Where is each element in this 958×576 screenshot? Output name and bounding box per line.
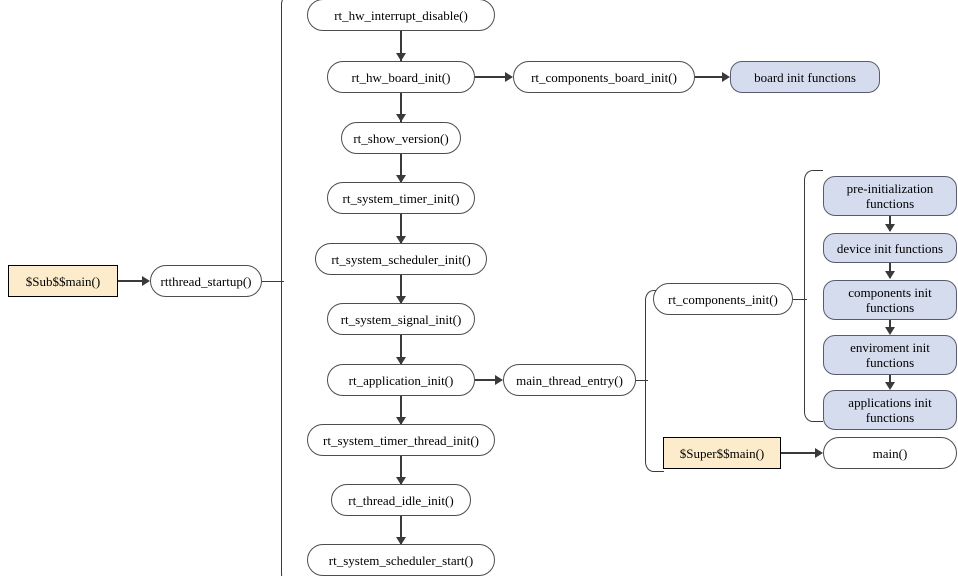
node-step-6[interactable]: rt_application_init()	[327, 364, 475, 396]
node-step-1[interactable]: rt_hw_board_init()	[327, 61, 475, 93]
edge-init-0-1	[889, 216, 891, 231]
edge-supermain-to-main	[781, 452, 819, 454]
arrowhead-step-4-5	[396, 296, 406, 304]
edge-appinit-to-mainthread	[475, 379, 499, 381]
node-init-func-3[interactable]: enviroment init functions	[823, 335, 957, 375]
arrowhead-step-0-1	[396, 53, 406, 61]
arrowhead-init-1-2	[885, 271, 895, 279]
node-init-func-2[interactable]: components init functions	[823, 280, 957, 320]
arrowhead-init-3-4	[885, 382, 895, 390]
node-init-func-1[interactable]: device init functions	[823, 233, 957, 263]
arrowhead-init-0-1	[885, 224, 895, 232]
arrowhead-appinit-to-mainthread	[495, 375, 503, 385]
edge-components-to-boardfuncs	[695, 76, 727, 78]
node-step-3[interactable]: rt_system_timer_init()	[327, 182, 475, 214]
edge-boardinit-to-components	[475, 76, 509, 78]
node-components-init[interactable]: rt_components_init()	[653, 283, 793, 315]
node-step-9[interactable]: rt_system_scheduler_start()	[307, 544, 495, 576]
arrowhead-step-8-9	[396, 537, 406, 545]
brace-main-thread-group	[645, 290, 664, 472]
edge-step-0-1	[400, 31, 402, 61]
node-step-4[interactable]: rt_system_scheduler_init()	[315, 243, 487, 275]
node-super-main[interactable]: $Super$$main()	[663, 437, 781, 469]
node-main-thread-entry[interactable]: main_thread_entry()	[503, 364, 636, 396]
arrowhead-step-2-3	[396, 175, 406, 183]
edge-init-2-3	[889, 320, 891, 333]
edge-step-7-8	[400, 456, 402, 486]
node-components-board-init[interactable]: rt_components_board_init()	[513, 61, 695, 93]
edge-step-3-4	[400, 214, 402, 244]
node-main[interactable]: main()	[823, 437, 957, 469]
edge-init-3-4	[889, 375, 891, 388]
edge-step-8-9	[400, 516, 402, 545]
brace-stem-components-init	[793, 299, 807, 301]
edge-init-1-2	[889, 263, 891, 278]
node-init-func-0[interactable]: pre-initialization functions	[823, 176, 957, 216]
edge-step-5-6	[400, 335, 402, 365]
arrowhead-step-6-7	[396, 417, 406, 425]
arrowhead-boardinit-to-components	[505, 72, 513, 82]
edge-step-6-7	[400, 396, 402, 426]
node-step-8[interactable]: rt_thread_idle_init()	[331, 484, 471, 516]
node-step-2[interactable]: rt_show_version()	[341, 122, 461, 154]
brace-init-functions-group	[804, 170, 823, 422]
edge-step-1-2	[400, 93, 402, 123]
node-sub-main[interactable]: $Sub$$main()	[8, 265, 118, 297]
node-rtthread-startup[interactable]: rtthread_startup()	[150, 265, 262, 297]
arrowhead-submain-to-startup	[142, 276, 150, 286]
edge-submain-to-startup	[118, 280, 144, 282]
node-init-func-4[interactable]: applications init functions	[823, 390, 957, 430]
brace-startup-column	[281, 0, 304, 576]
arrowhead-step-1-2	[396, 114, 406, 122]
arrowhead-components-to-boardfuncs	[722, 72, 730, 82]
edge-step-2-3	[400, 154, 402, 184]
node-step-7[interactable]: rt_system_timer_thread_init()	[307, 424, 495, 456]
node-step-5[interactable]: rt_system_signal_init()	[327, 303, 475, 335]
arrowhead-supermain-to-main	[815, 448, 823, 458]
arrowhead-step-3-4	[396, 236, 406, 244]
node-board-init-functions[interactable]: board init functions	[730, 61, 880, 93]
node-step-0[interactable]: rt_hw_interrupt_disable()	[307, 0, 495, 31]
brace-stem-mainthread	[636, 380, 648, 382]
brace-stem-startup	[262, 281, 284, 283]
arrowhead-init-2-3	[885, 327, 895, 335]
edge-step-4-5	[400, 275, 402, 305]
arrowhead-step-7-8	[396, 477, 406, 485]
arrowhead-step-5-6	[396, 357, 406, 365]
